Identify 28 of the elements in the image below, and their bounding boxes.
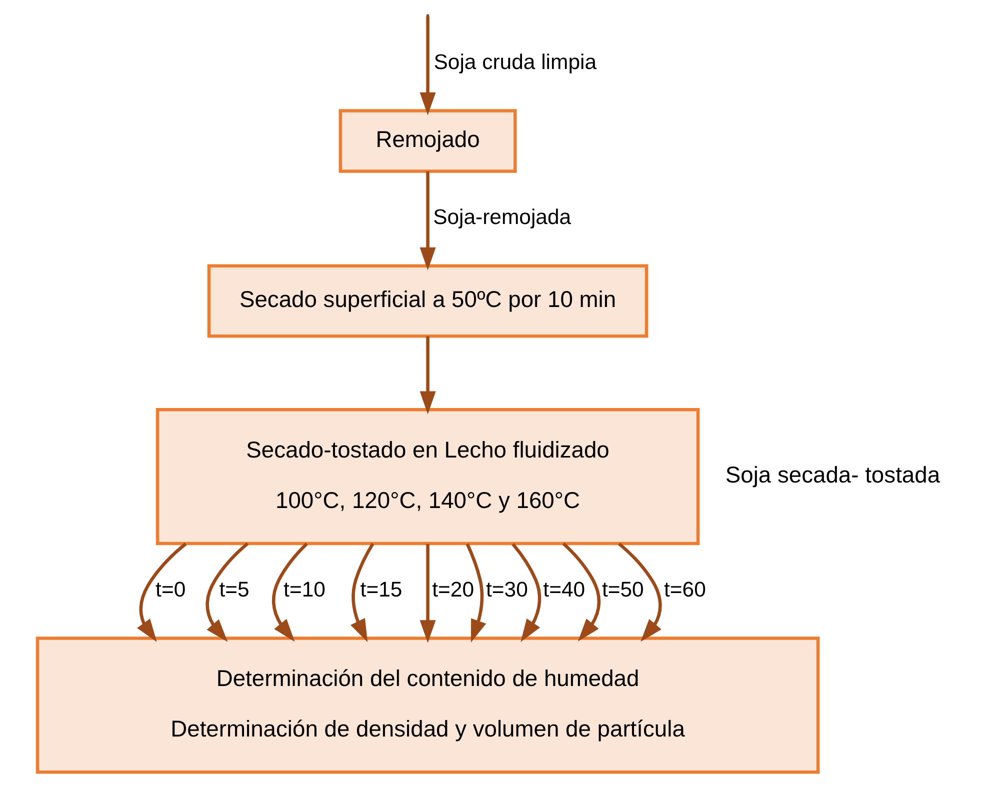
node-box: Secado-tostado en Lecho fluidizado 100°C, 120°C, 140°C y 160°C — [156, 408, 700, 546]
node-box: Remojado — [338, 109, 517, 173]
edge-label: t=50 — [602, 578, 644, 602]
edge-label: t=20 — [432, 578, 474, 602]
arrow — [272, 542, 308, 642]
edge-label: Soja cruda limpia — [434, 50, 597, 74]
arrow — [618, 542, 662, 642]
arrow — [350, 542, 374, 642]
edge-label: t=60 — [664, 578, 706, 602]
arrow — [420, 336, 436, 414]
node-box: Secado superficial a 50ºC por 10 min — [207, 264, 648, 338]
edge-label: t=10 — [284, 578, 326, 602]
edge-label: Soja-remojada — [433, 206, 572, 230]
arrow — [420, 171, 436, 270]
edge-label: t=15 — [360, 578, 402, 602]
arrow — [562, 542, 601, 642]
edge-label: t=30 — [486, 578, 528, 602]
edge-label: t=0 — [156, 578, 186, 602]
arrow — [466, 543, 486, 643]
arrow — [206, 542, 249, 642]
node-box: Determinación del contenido de humedad Determinación de densidad y volumen de partícula — [36, 636, 820, 774]
arrow — [512, 542, 542, 642]
arrow — [137, 542, 187, 642]
edge-label: t=5 — [219, 578, 250, 602]
label: Soja secada- tostada — [725, 462, 940, 488]
arrow — [420, 16, 436, 116]
edge-label: t=40 — [543, 578, 586, 602]
arrow — [420, 544, 436, 643]
